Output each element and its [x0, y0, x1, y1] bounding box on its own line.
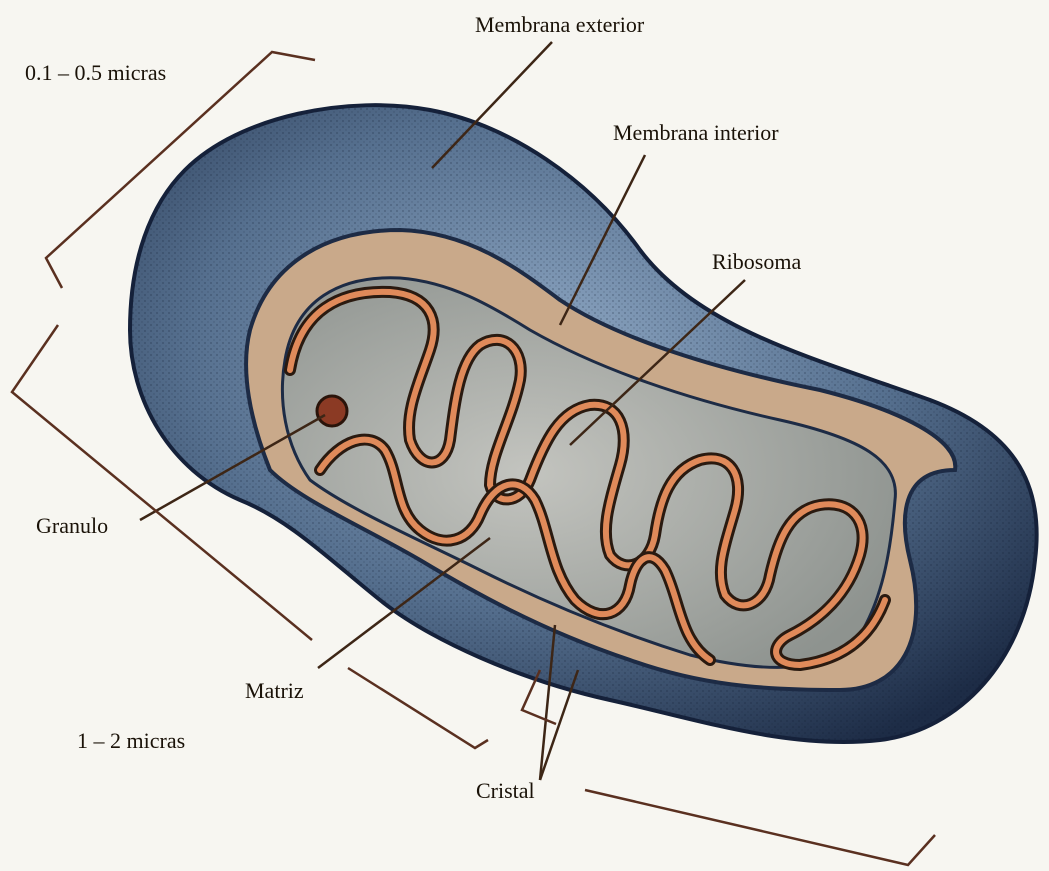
label-granule: Granulo	[36, 515, 108, 537]
label-outer-membrane: Membrana exterior	[475, 14, 644, 36]
label-matrix: Matriz	[245, 680, 304, 702]
label-ribosome: Ribosoma	[712, 251, 801, 273]
label-length-scale: 1 – 2 micras	[77, 730, 185, 752]
label-crista: Cristal	[476, 780, 535, 802]
label-width-scale: 0.1 – 0.5 micras	[25, 62, 166, 84]
granule-dot	[317, 396, 347, 426]
label-inner-membrane: Membrana interior	[613, 122, 779, 144]
